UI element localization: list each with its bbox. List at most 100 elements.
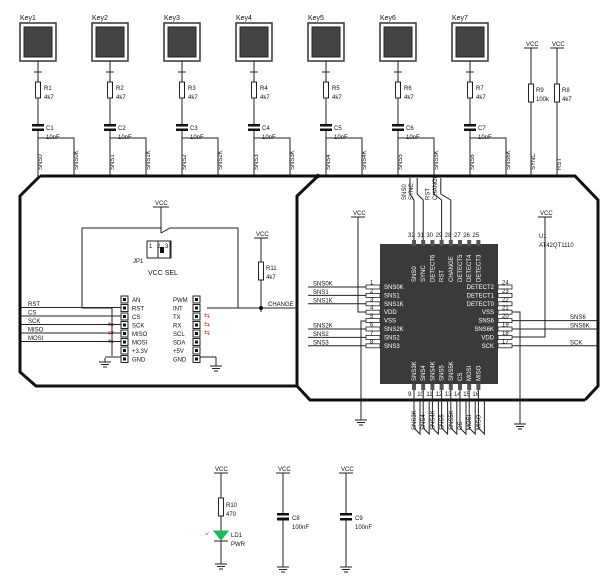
ic-pin-number: 13 [445,392,452,398]
resistor-R9 [528,83,534,103]
net-label: SNS0 [38,154,44,170]
net-label: MOSI [28,336,44,342]
resistor-value: 4k7 [44,95,54,101]
resistor-label: R1 [44,86,52,92]
header-pin-hole [195,315,198,318]
capacitor-label: C7 [478,126,486,132]
resistor-value: 4k7 [266,275,276,281]
ic-net-wire [422,400,430,436]
header-pin-hole [123,306,126,310]
ic-pin-number: 29 [436,233,443,239]
net-label: SYNC [409,183,415,200]
ic-pin-name: SNS6 [478,319,494,325]
ground-symbol [210,362,222,372]
resistor-R7 [467,81,473,99]
ic-pin-number: 31 [417,233,424,239]
led-label: LD1 [231,533,243,539]
net-label: SNS2 [182,154,188,170]
net-label: SNS3K [290,150,296,170]
resistor-value: 4k7 [404,95,414,101]
key-label: Key4 [236,15,252,22]
ic-pin [421,384,426,390]
ic-pin-name: SNS4K [430,361,436,381]
net-label: SNS0 [402,184,408,200]
capacitor-C4-plate-top [248,124,260,127]
resistor-R11 [258,261,264,281]
ic-pin-name: SNS0 [412,266,418,282]
ic-pin-name: SCK [482,344,494,350]
capacitor-label: C2 [118,126,126,132]
resistor-label: R6 [404,86,412,92]
ic-net-wire [432,400,439,436]
ic-pin-name: DETECT0 [467,302,495,308]
led-emission-arrow: ↙ [205,531,210,537]
capacitor-C2-plate-top [104,124,116,127]
direction-arrow: ⇆ [204,330,210,337]
ic-pin-number: 20 [502,314,509,320]
vcc-label: VCC [256,232,269,238]
resistor-R3 [179,81,185,99]
ic-pin [497,284,513,290]
header-pin-label: RST [132,307,144,313]
direction-arrow: ⇆ [204,322,210,329]
junction-dot [315,173,321,179]
jumper-name: VCC SEL [148,270,178,277]
ic-name: U1 [539,234,547,240]
touch-key-electrode [167,26,197,58]
ic-pin [467,240,472,246]
ic-pin-number: 32 [408,233,415,239]
touch-key-electrode [23,26,53,58]
key-label: Key7 [452,15,468,22]
touch-key-electrode [311,26,341,58]
led-name: PWR [231,542,246,548]
capacitor-C6-plate-bottom [392,128,404,131]
ic-pin [497,301,513,307]
capacitor-C3-plate-bottom [176,128,188,131]
ic-pin-name: MOSI [467,365,473,381]
ic-pin [439,240,444,246]
ic-pin [458,384,462,390]
key-label: Key1 [20,15,36,22]
ic-pin-number: 21 [502,306,509,312]
ic-pin-number: 18 [502,331,509,337]
resistor-R10 [218,497,224,517]
ic-pin-number: 27 [454,233,461,239]
touch-key-electrode [383,26,413,58]
direction-arrow: ⇆ [204,313,210,320]
ic-pin-name: SNS1K [384,302,404,308]
net-label: SNS6 [470,154,476,170]
resistor-value: 100k [536,97,550,103]
header-pin-label: TX [173,315,181,321]
ic-pin-name: RST [440,270,446,282]
ic-pin-number: 28 [445,233,452,239]
capacitor-C2-plate-bottom [104,128,116,131]
header-pin-label: RX [173,324,181,330]
capacitor-label: C4 [262,126,270,132]
ic-pin-name: DETECT1 [467,293,495,299]
ic-pin-number: 3 [370,297,374,303]
ic-pin-name: CS [458,373,464,381]
led-ld1 [212,530,230,541]
header-pin-hole [123,298,126,301]
ground-symbol [215,560,227,570]
net-label: SNS4 [326,154,332,170]
ic-pin-number: 25 [472,233,479,239]
key-label: Key3 [164,15,180,22]
net-label: SNS3K [412,410,418,430]
vcc-label: VCC [540,211,553,217]
resistor-label: R5 [332,86,340,92]
resistor-value: 470 [226,512,237,518]
header-pin-hole [123,340,126,344]
ic-pin-name: DETECT6 [430,254,436,282]
capacitor-C4-plate-bottom [248,128,260,131]
ic-pin-name: SNS4 [421,365,427,381]
capacitor-value: 100nF [292,525,309,531]
ground-symbol [277,563,289,573]
ic-pin-number: 24 [502,281,509,287]
capacitor-C7-plate-bottom [464,128,476,131]
resistor-value: 4k7 [562,97,572,103]
capacitor-gap [337,514,355,519]
header-pin-hole [123,332,126,335]
capacitor-C8-plate [277,518,289,521]
